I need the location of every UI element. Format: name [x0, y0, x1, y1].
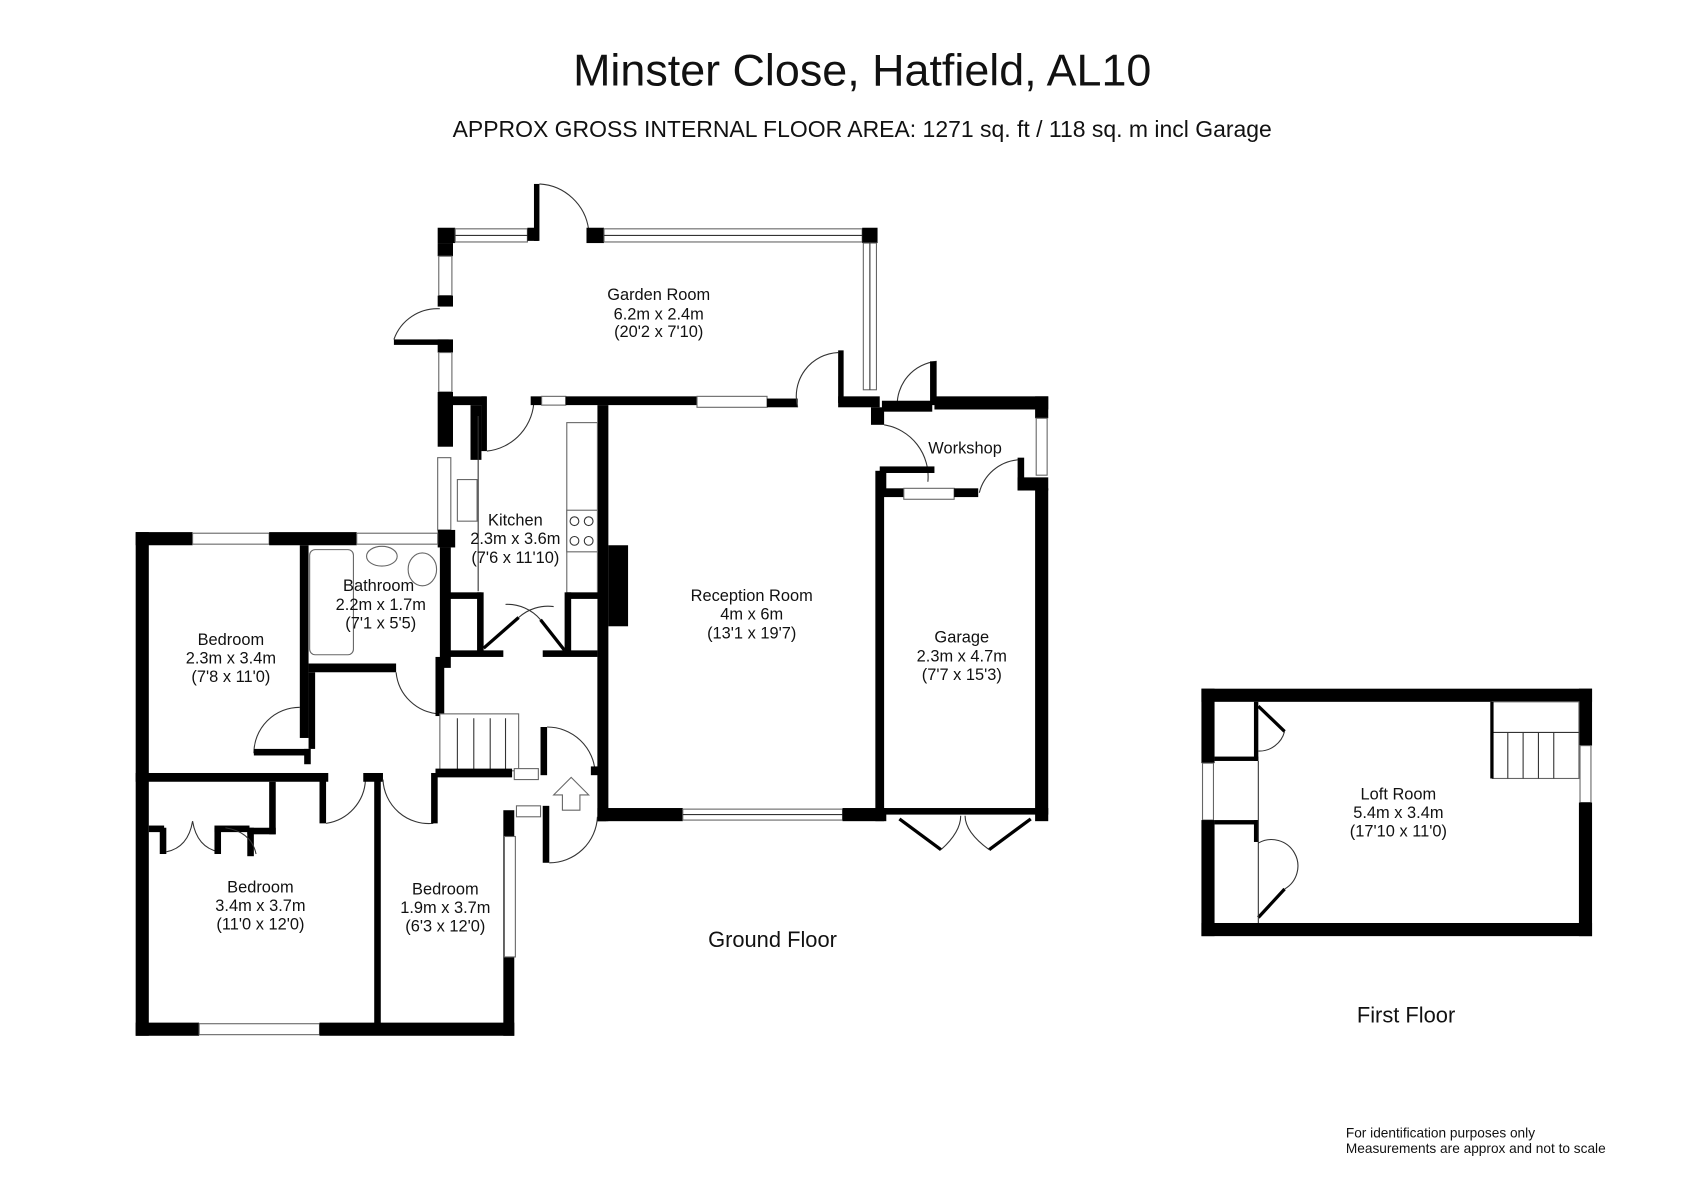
ground-floor-label: Ground Floor	[708, 927, 837, 952]
sink-icon	[456, 479, 478, 522]
room-label-bedroom-1: Bedroom 2.3m x 3.4m (7'8 x 11'0)	[186, 631, 276, 686]
bathtub-icon	[309, 549, 354, 656]
door-swing-icon	[393, 339, 449, 345]
first-floor-plan: Loft Room 5.4m x 3.4m (17'10 x 11'0) Fir…	[1201, 688, 1593, 1028]
window-icon	[513, 768, 539, 781]
washbasin-icon	[366, 545, 398, 567]
svg-text:3.4m x 3.7m: 3.4m x 3.7m	[215, 897, 305, 915]
door-swing-icon	[930, 361, 937, 406]
garden-room-walls	[393, 183, 878, 393]
svg-text:Garden Room: Garden Room	[607, 286, 710, 304]
svg-text:Bedroom: Bedroom	[227, 878, 294, 896]
window-icon	[1201, 762, 1215, 821]
page-title: Minster Close, Hatfield, AL10	[573, 44, 1151, 95]
room-label-workshop: Workshop	[928, 439, 1002, 457]
door-swing-icon	[879, 466, 935, 473]
entrance-arrow-icon	[552, 776, 590, 811]
ground-floor-plan: Garden Room 6.2m x 2.4m (20'2 x 7'10) Ki…	[135, 183, 1049, 1036]
svg-text:Workshop: Workshop	[928, 439, 1002, 457]
door-swing-icon	[838, 350, 844, 403]
svg-text:2.3m x 3.4m: 2.3m x 3.4m	[186, 649, 276, 667]
bedroom-2-3-walls	[135, 772, 516, 1036]
svg-text:Bedroom: Bedroom	[198, 631, 265, 649]
room-label-garage: Garage 2.3m x 4.7m (7'7 x 15'3)	[917, 629, 1007, 684]
window-icon	[438, 255, 453, 297]
svg-text:Garage: Garage	[934, 629, 989, 647]
window-icon	[1035, 417, 1048, 476]
bedroom-1-walls	[135, 532, 445, 1036]
disclaimer-line-2: Measurements are approx and not to scale	[1346, 1141, 1606, 1156]
hob-icon	[566, 509, 598, 553]
window-icon	[437, 457, 452, 531]
garage-right-wall	[1035, 488, 1049, 822]
hallway	[435, 656, 607, 1036]
window-icon	[198, 1023, 321, 1036]
svg-text:1.9m x 3.7m: 1.9m x 3.7m	[400, 899, 490, 917]
door-swing-icon	[533, 183, 540, 241]
window-icon	[541, 395, 567, 406]
garage-double-door-icon	[898, 815, 1032, 851]
room-label-bedroom-3: Bedroom 1.9m x 3.7m (6'3 x 12'0)	[400, 881, 490, 936]
window-icon	[192, 532, 270, 545]
svg-text:Bedroom: Bedroom	[412, 881, 479, 899]
svg-text:(7'7 x 15'3): (7'7 x 15'3)	[922, 666, 1002, 684]
svg-text:(17'10 x 11'0): (17'10 x 11'0)	[1350, 822, 1447, 840]
stairs-icon	[439, 713, 520, 772]
room-label-kitchen: Kitchen 2.3m x 3.6m (7'6 x 11'10)	[470, 512, 560, 567]
svg-text:(7'8 x 11'0): (7'8 x 11'0)	[191, 668, 270, 686]
toilet-icon	[407, 552, 438, 587]
reception-garage-wall	[875, 470, 885, 822]
svg-text:5.4m x 3.4m: 5.4m x 3.4m	[1353, 804, 1443, 822]
room-label-loft-room: Loft Room 5.4m x 3.4m (17'10 x 11'0)	[1350, 785, 1447, 840]
window-icon	[438, 352, 453, 393]
window-icon	[696, 395, 768, 408]
svg-text:2.2m x 1.7m: 2.2m x 1.7m	[336, 596, 426, 614]
svg-text:(20'2 x 7'10): (20'2 x 7'10)	[614, 323, 703, 341]
window-icon	[1579, 745, 1592, 804]
room-label-garden-room: Garden Room 6.2m x 2.4m (20'2 x 7'10)	[607, 286, 710, 341]
svg-text:(7'6 x 11'10): (7'6 x 11'10)	[471, 549, 559, 567]
svg-text:4m x 6m: 4m x 6m	[720, 606, 783, 624]
svg-text:Loft Room: Loft Room	[1361, 785, 1437, 803]
svg-text:(7'1 x 5'5): (7'1 x 5'5)	[345, 614, 416, 632]
window-icon	[903, 487, 955, 500]
svg-text:Reception Room: Reception Room	[691, 587, 813, 605]
kitchen-walls	[437, 405, 600, 668]
disclaimer-line-1: For identification purposes only	[1346, 1126, 1535, 1141]
stairs-icon	[1491, 701, 1580, 780]
room-label-reception-room: Reception Room 4m x 6m (13'1 x 19'7)	[691, 587, 813, 642]
reception-left-wall	[597, 405, 609, 822]
chimney-breast	[608, 545, 629, 627]
room-label-bathroom: Bathroom 2.2m x 1.7m (7'1 x 5'5)	[336, 577, 426, 632]
window-icon	[356, 532, 439, 545]
floor-area-subtitle: APPROX GROSS INTERNAL FLOOR AREA: 1271 s…	[453, 116, 1272, 142]
svg-text:2.3m x 3.6m: 2.3m x 3.6m	[470, 530, 560, 548]
room-label-bedroom-2: Bedroom 3.4m x 3.7m (11'0 x 12'0)	[215, 878, 305, 933]
first-floor-label: First Floor	[1357, 1003, 1455, 1028]
svg-text:Kitchen: Kitchen	[488, 512, 543, 530]
svg-text:(13'1 x 19'7): (13'1 x 19'7)	[707, 624, 796, 642]
svg-text:(6'3 x 12'0): (6'3 x 12'0)	[405, 918, 485, 936]
window-icon	[503, 835, 516, 958]
window-icon	[515, 805, 542, 818]
svg-text:6.2m x 2.4m: 6.2m x 2.4m	[614, 306, 704, 324]
svg-text:2.3m x 4.7m: 2.3m x 4.7m	[917, 647, 1007, 665]
svg-text:Bathroom: Bathroom	[343, 577, 414, 595]
svg-text:(11'0 x 12'0): (11'0 x 12'0)	[216, 916, 304, 934]
workshop-walls	[870, 360, 1049, 500]
